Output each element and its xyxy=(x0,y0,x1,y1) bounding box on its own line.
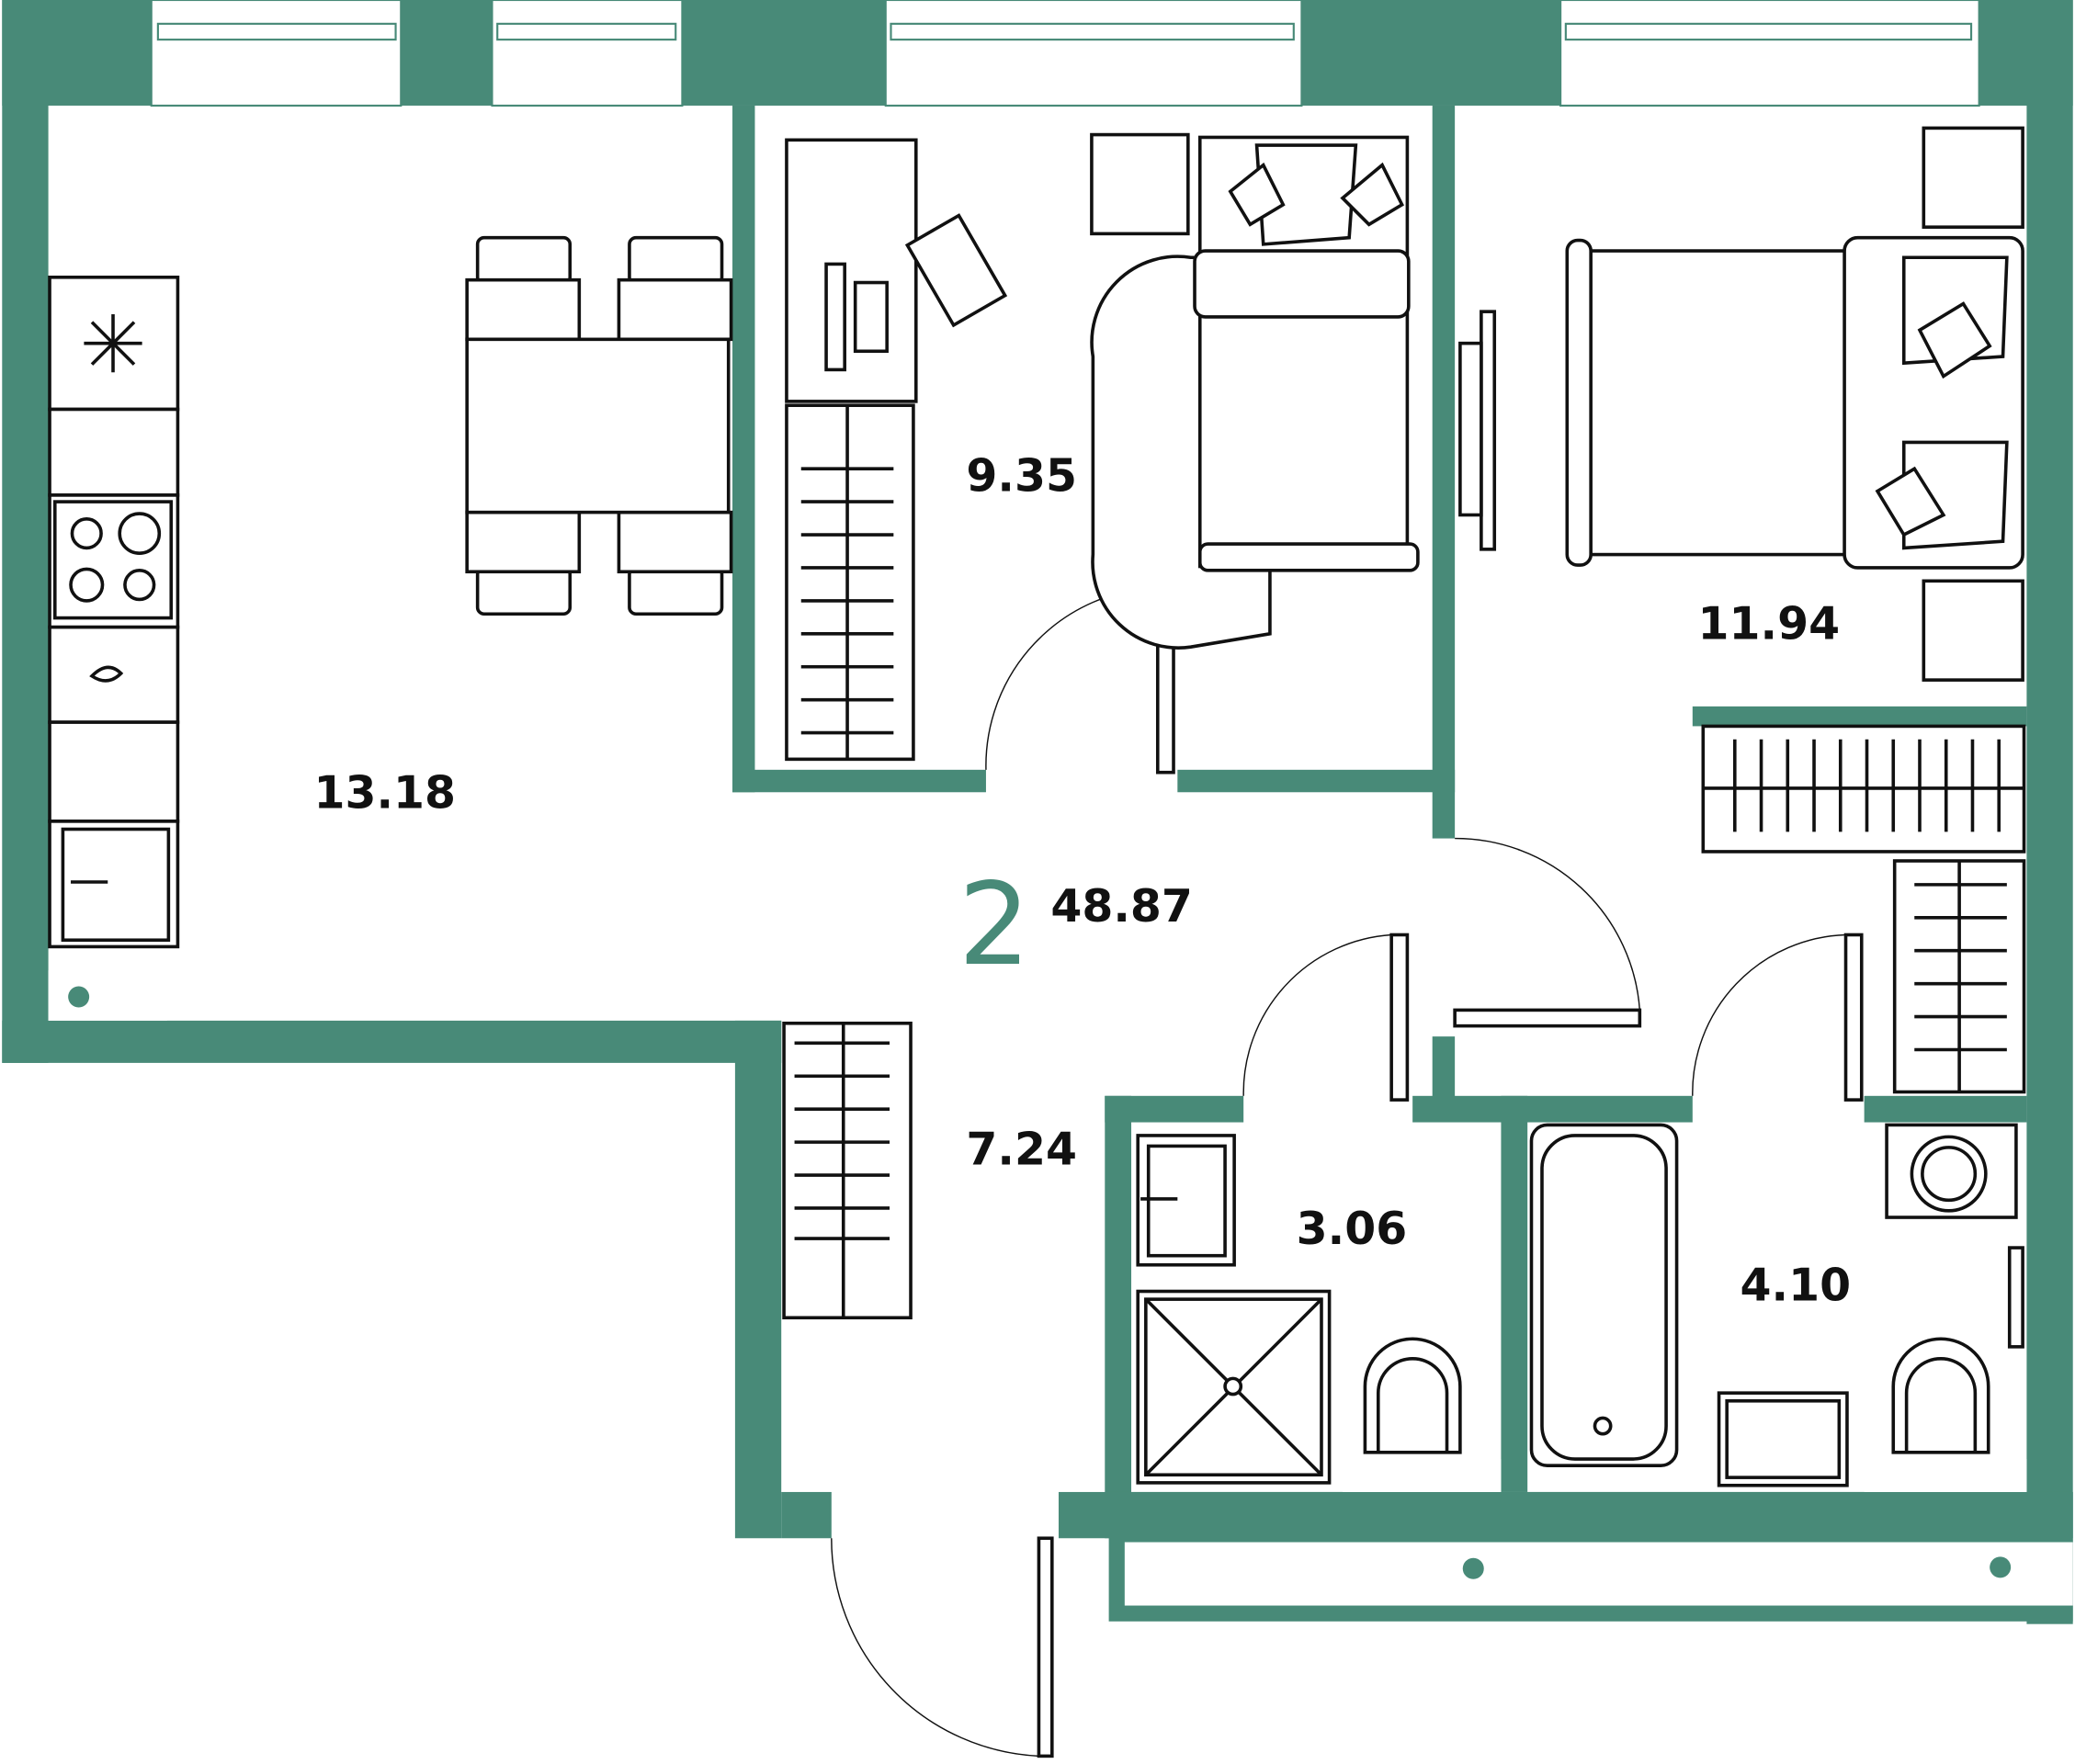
room-area-hallway: 7.24 xyxy=(966,1124,1077,1176)
room-area-kitchen: 13.18 xyxy=(313,767,456,820)
hallway-furniture xyxy=(782,1021,913,1320)
room-area-bedroom-small: 9.35 xyxy=(966,450,1077,503)
labels: 13.18 9.35 11.94 7.24 3.06 4.10 2 48.87 xyxy=(313,450,1851,1312)
bathroom-fixtures xyxy=(1136,1123,2024,1487)
total-area: 48.87 xyxy=(1050,880,1193,933)
room-area-shower: 3.06 xyxy=(1297,1203,1408,1255)
snowflake-icon xyxy=(84,314,142,373)
room-area-bathroom: 4.10 xyxy=(1741,1260,1852,1312)
rooms-count: 2 xyxy=(958,859,1031,991)
room-area-bedroom-large: 11.94 xyxy=(1698,598,1841,650)
kitchen-furniture xyxy=(48,235,733,949)
windows xyxy=(150,0,1980,107)
bedroom-large-furniture xyxy=(1458,126,2026,1094)
bedroom-small-furniture xyxy=(785,132,1420,762)
